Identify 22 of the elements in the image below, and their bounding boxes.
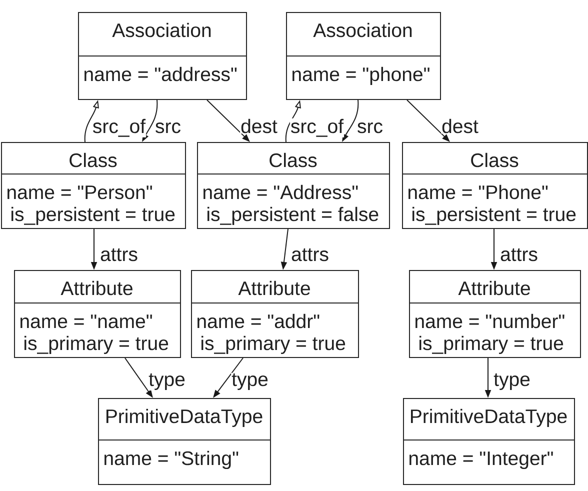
- edge-label: dest: [441, 118, 479, 134]
- object-box: Class name = "Address" is_persistent = false: [196, 142, 390, 229]
- edge-label: attrs: [290, 248, 330, 262]
- edge-label: src_of: [290, 118, 344, 138]
- object-box: Class name = "Person" is_persistent = true: [0, 142, 186, 229]
- edge-label: type: [231, 372, 269, 391]
- edge-label: attrs: [100, 248, 138, 262]
- edge-label: type: [148, 372, 186, 391]
- object-box: Attribute name = "addr" is_primary = true: [190, 270, 359, 358]
- object-box: Class name = "Phone" is_persistent = true: [402, 142, 588, 229]
- edge-label: src: [154, 122, 182, 134]
- object-box: PrimitiveDataType name = "Integer": [402, 398, 575, 485]
- edge-label: src_of: [92, 118, 146, 138]
- edge-label: dest: [240, 118, 278, 134]
- object-box: Association name = "address": [78, 12, 247, 100]
- object-box: Attribute name = "number" is_primary = true: [408, 270, 581, 358]
- object-box: Attribute name = "name" is_primary = true: [14, 270, 181, 358]
- edge-label: type: [493, 372, 531, 391]
- object-box: PrimitiveDataType name = "String": [98, 398, 271, 485]
- edge-label: attrs: [500, 248, 538, 262]
- edge-label: src: [356, 122, 384, 134]
- object-box: Association name = "phone": [286, 12, 441, 100]
